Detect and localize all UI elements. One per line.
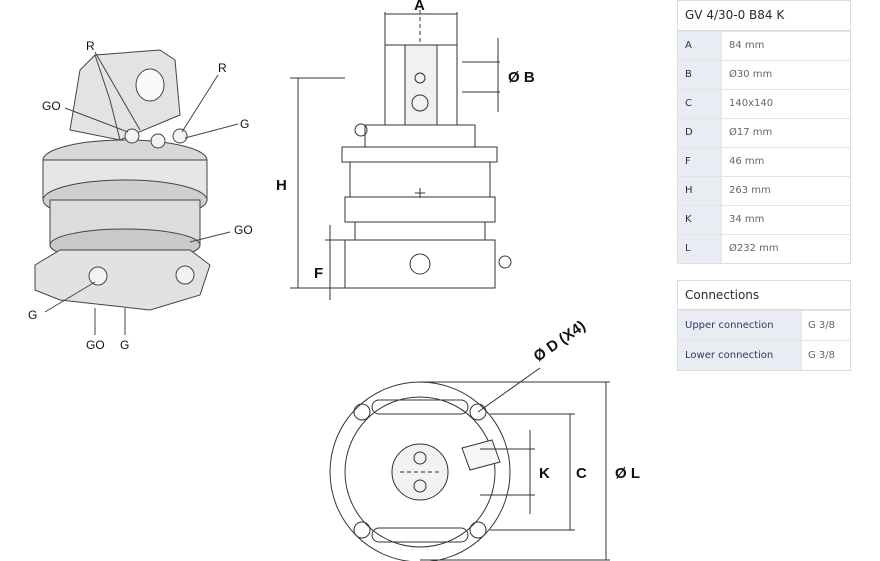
spec-key: D [678,119,722,147]
spec-key: B [678,61,722,89]
iso-label-r1: R [86,39,95,53]
technical-drawing: R R GO G GO G GO G [28,0,640,561]
connection-key: Lower connection [678,341,802,370]
spec-title: GV 4/30-0 B84 K [678,1,850,31]
side-view [290,10,512,300]
spec-value: 34 mm [729,214,765,225]
dim-label-b: Ø B [508,69,535,86]
spec-row: C 140x140 [678,89,850,118]
spec-row: A 84 mm [678,31,850,60]
bottom-view [329,367,610,561]
connections-title: Connections [678,281,850,310]
spec-row: K 34 mm [678,205,850,234]
connection-value: G 3/8 [808,350,836,361]
spec-row: F 46 mm [678,147,850,176]
dim-label-c: C [576,465,587,482]
iso-label-r2: R [218,61,227,75]
spec-value: 263 mm [729,185,771,196]
spec-row: L Ø232 mm [678,234,850,263]
spec-value: 84 mm [729,40,765,51]
connection-row: Upper connection G 3/8 [678,310,850,340]
spec-table: GV 4/30-0 B84 K A 84 mm B Ø30 mm C 140x1… [677,0,851,264]
dim-label-a: A [414,0,425,14]
iso-label-g-bottom: G [120,338,129,352]
iso-label-go-top: GO [42,99,61,113]
spec-key: F [678,148,722,176]
spec-row: B Ø30 mm [678,60,850,89]
iso-label-g-right: G [240,117,249,131]
spec-value: Ø30 mm [729,69,773,80]
isometric-view [34,49,239,335]
iso-label-go-bottom: GO [86,338,105,352]
connection-value: G 3/8 [808,320,836,331]
dim-label-k: K [539,465,550,482]
spec-key: C [678,90,722,118]
spec-value: Ø17 mm [729,127,773,138]
spec-key: A [678,32,722,60]
dim-label-f: F [314,265,323,282]
spec-row: D Ø17 mm [678,118,850,147]
spec-value: 140x140 [729,98,774,109]
dim-label-l: Ø L [615,465,640,482]
dim-label-d: Ø D (X4) [531,317,589,365]
connections-table: Connections Upper connection G 3/8 Lower… [677,280,851,371]
spec-row: H 263 mm [678,176,850,205]
connection-row: Lower connection G 3/8 [678,340,850,370]
iso-label-g-left: G [28,308,37,322]
spec-value: Ø232 mm [729,243,779,254]
spec-key: K [678,206,722,234]
iso-label-go-right: GO [234,223,253,237]
dim-label-h: H [276,177,287,194]
spec-key: H [678,177,722,205]
spec-key: L [678,235,722,263]
spec-value: 46 mm [729,156,765,167]
connection-key: Upper connection [678,311,802,340]
